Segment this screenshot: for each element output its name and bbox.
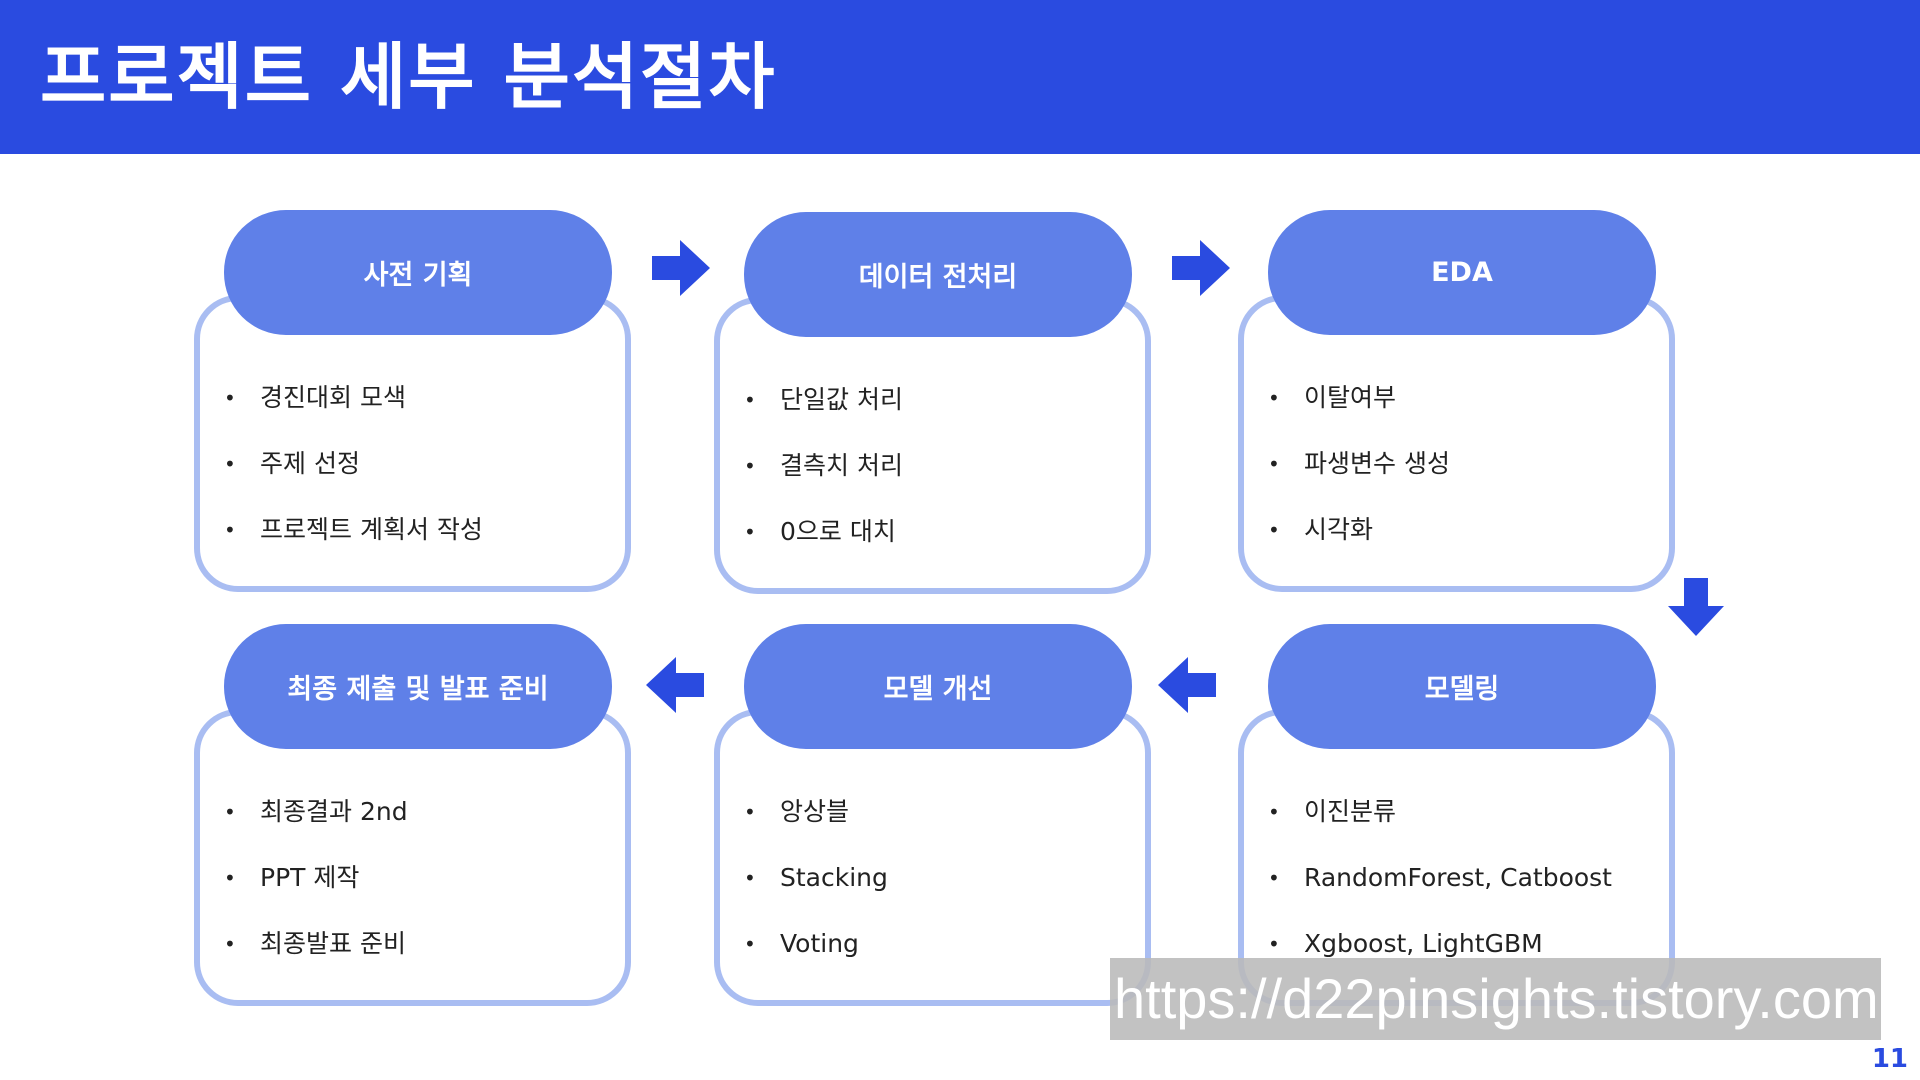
step-title-pill: 최종 제출 및 발표 준비 [224, 624, 612, 749]
step-items: 단일값 처리 결측치 처리 0으로 대치 [744, 382, 903, 580]
title-bar: 프로젝트 세부 분석절차 [0, 0, 1920, 154]
list-item: 최종결과 2nd [224, 794, 408, 860]
list-item: 앙상블 [744, 794, 888, 860]
list-item: 최종발표 준비 [224, 926, 408, 992]
list-item: 경진대회 모색 [224, 380, 483, 446]
list-item: 0으로 대치 [744, 514, 903, 580]
step-items: 경진대회 모색 주제 선정 프로젝트 계획서 작성 [224, 380, 483, 578]
list-item: Voting [744, 926, 888, 992]
step-title-pill: 사전 기획 [224, 210, 612, 335]
arrow-left-icon [1158, 657, 1216, 713]
list-item: 결측치 처리 [744, 448, 903, 514]
arrow-down-icon [1668, 578, 1724, 636]
list-item: 프로젝트 계획서 작성 [224, 512, 483, 578]
step-card-final-submission: 최종 제출 및 발표 준비 최종결과 2nd PPT 제작 최종발표 준비 [194, 624, 634, 1006]
step-card-eda: EDA 이탈여부 파생변수 생성 시각화 [1238, 210, 1678, 592]
step-items: 이탈여부 파생변수 생성 시각화 [1268, 380, 1450, 578]
arrow-left-icon [646, 657, 704, 713]
list-item: RandomForest, Catboost [1268, 860, 1612, 926]
list-item: PPT 제작 [224, 860, 408, 926]
list-item: 이진분류 [1268, 794, 1612, 860]
page-number: 11 [1871, 1044, 1908, 1074]
list-item: 이탈여부 [1268, 380, 1450, 446]
list-item: 주제 선정 [224, 446, 483, 512]
arrow-right-icon [652, 240, 710, 296]
step-title-pill: 데이터 전처리 [744, 212, 1132, 337]
step-items: 이진분류 RandomForest, Catboost Xgboost, Lig… [1268, 794, 1612, 992]
step-items: 앙상블 Stacking Voting [744, 794, 888, 992]
step-card-preprocessing: 데이터 전처리 단일값 처리 결측치 처리 0으로 대치 [714, 212, 1154, 594]
page-title: 프로젝트 세부 분석절차 [40, 35, 777, 119]
arrow-right-icon [1172, 240, 1230, 296]
step-title-pill: 모델 개선 [744, 624, 1132, 749]
list-item: Stacking [744, 860, 888, 926]
step-items: 최종결과 2nd PPT 제작 최종발표 준비 [224, 794, 408, 992]
list-item: 단일값 처리 [744, 382, 903, 448]
step-title-pill: 모델링 [1268, 624, 1656, 749]
list-item: 시각화 [1268, 512, 1450, 578]
step-card-model-improvement: 모델 개선 앙상블 Stacking Voting [714, 624, 1154, 1006]
list-item: 파생변수 생성 [1268, 446, 1450, 512]
watermark-url: https://d22pinsights.tistory.com [1110, 958, 1881, 1040]
step-title-pill: EDA [1268, 210, 1656, 335]
step-card-planning: 사전 기획 경진대회 모색 주제 선정 프로젝트 계획서 작성 [194, 210, 634, 592]
list-item: Xgboost, LightGBM [1268, 926, 1612, 992]
step-card-modeling: 모델링 이진분류 RandomForest, Catboost Xgboost,… [1238, 624, 1678, 1006]
